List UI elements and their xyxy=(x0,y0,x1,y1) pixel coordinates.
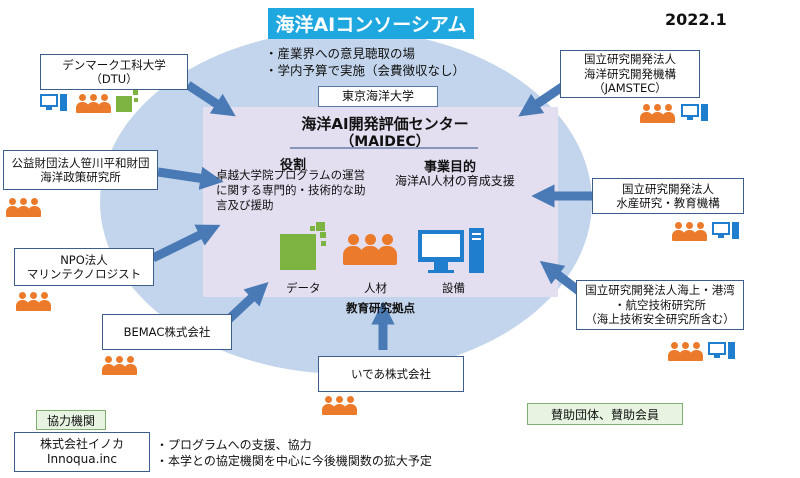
center-name: 海洋AI開発評価センター xyxy=(301,115,469,133)
cooperation-note: ・プログラムへの支援、協力 xyxy=(156,438,312,452)
consortium-title: 海洋AIコンソーシアム xyxy=(268,8,474,39)
partner-jamstec: 国立研究開発法人 海洋研究開発機構 （JAMSTEC） xyxy=(560,50,700,98)
partner-dtu: デンマーク工科大学 （DTU） xyxy=(40,54,188,90)
cooperation-label: 協力機関 xyxy=(36,410,106,430)
resource-label-data: データ xyxy=(286,281,321,295)
people-icon xyxy=(16,292,51,312)
partner-idea: いであ株式会社 xyxy=(318,356,464,392)
people-icon xyxy=(322,396,357,416)
consortium-note: ・産業界への意見聴取の場 xyxy=(265,46,416,61)
partner-mpat: 国立研究開発法人海上・港湾 ・航空技術研究所 （海上技術安全研究所含む） xyxy=(576,280,744,330)
arrow-dtu xyxy=(185,81,236,117)
people-icon xyxy=(668,342,703,362)
role-title: 役割 xyxy=(280,158,307,173)
computer-icon xyxy=(712,222,739,239)
data-icon xyxy=(116,90,138,112)
computer-icon xyxy=(40,94,67,111)
computer-icon xyxy=(681,104,708,121)
partner-npo: NPO法人 マリンテクノロジスト xyxy=(14,248,154,286)
arrow-sasakawa xyxy=(157,166,224,190)
consortium-note: ・学内予算で実施（会費徴収なし） xyxy=(265,63,466,78)
center-abbr: （MAIDEC） xyxy=(340,134,430,150)
people-icon xyxy=(6,198,41,218)
date-label: 2022.1 xyxy=(665,10,727,29)
people-icon xyxy=(343,234,397,266)
arrow-npo xyxy=(151,224,221,263)
data-icon xyxy=(280,222,326,270)
base-label: 教育研究拠点 xyxy=(346,301,415,315)
purpose-title: 事業目的 xyxy=(424,160,477,175)
consortium-notes: ・産業界への意見聴取の場 ・学内予算で実施（会費徴収なし） xyxy=(265,45,465,79)
cooperation-note: ・本学との協定機関を中心に今後機関数の拡大予定 xyxy=(156,454,432,468)
computer-icon xyxy=(418,228,484,273)
computer-icon xyxy=(708,342,735,359)
people-icon xyxy=(640,104,675,124)
purpose-text: 海洋AI人材の育成支援 xyxy=(395,174,515,188)
resource-label-people: 人材 xyxy=(364,281,387,295)
people-icon xyxy=(76,94,111,114)
arrow-bemac xyxy=(224,281,269,324)
cooperation-org: 株式会社イノカ Innoqua.inc xyxy=(14,432,150,472)
university-label: 東京海洋大学 xyxy=(318,86,438,107)
partner-sasakawa: 公益財団法人笹川平和財団 海洋政策研究所 xyxy=(3,150,158,190)
center-box xyxy=(203,107,558,297)
role-text: 卓越大学院プログラムの運営 に関する専門的・技術的な助 言及び援助 xyxy=(216,168,366,212)
partner-fra: 国立研究開発法人 水産研究・教育機構 xyxy=(592,178,744,214)
people-icon xyxy=(672,222,707,242)
resource-label-equipment: 設備 xyxy=(442,281,465,295)
supporters-label: 賛助団体、賛助会員 xyxy=(527,403,683,425)
cooperation-notes: ・プログラムへの支援、協力 ・本学との協定機関を中心に今後機関数の拡大予定 xyxy=(156,437,432,469)
people-icon xyxy=(102,356,137,376)
partner-bemac: BEMAC株式会社 xyxy=(102,314,232,350)
